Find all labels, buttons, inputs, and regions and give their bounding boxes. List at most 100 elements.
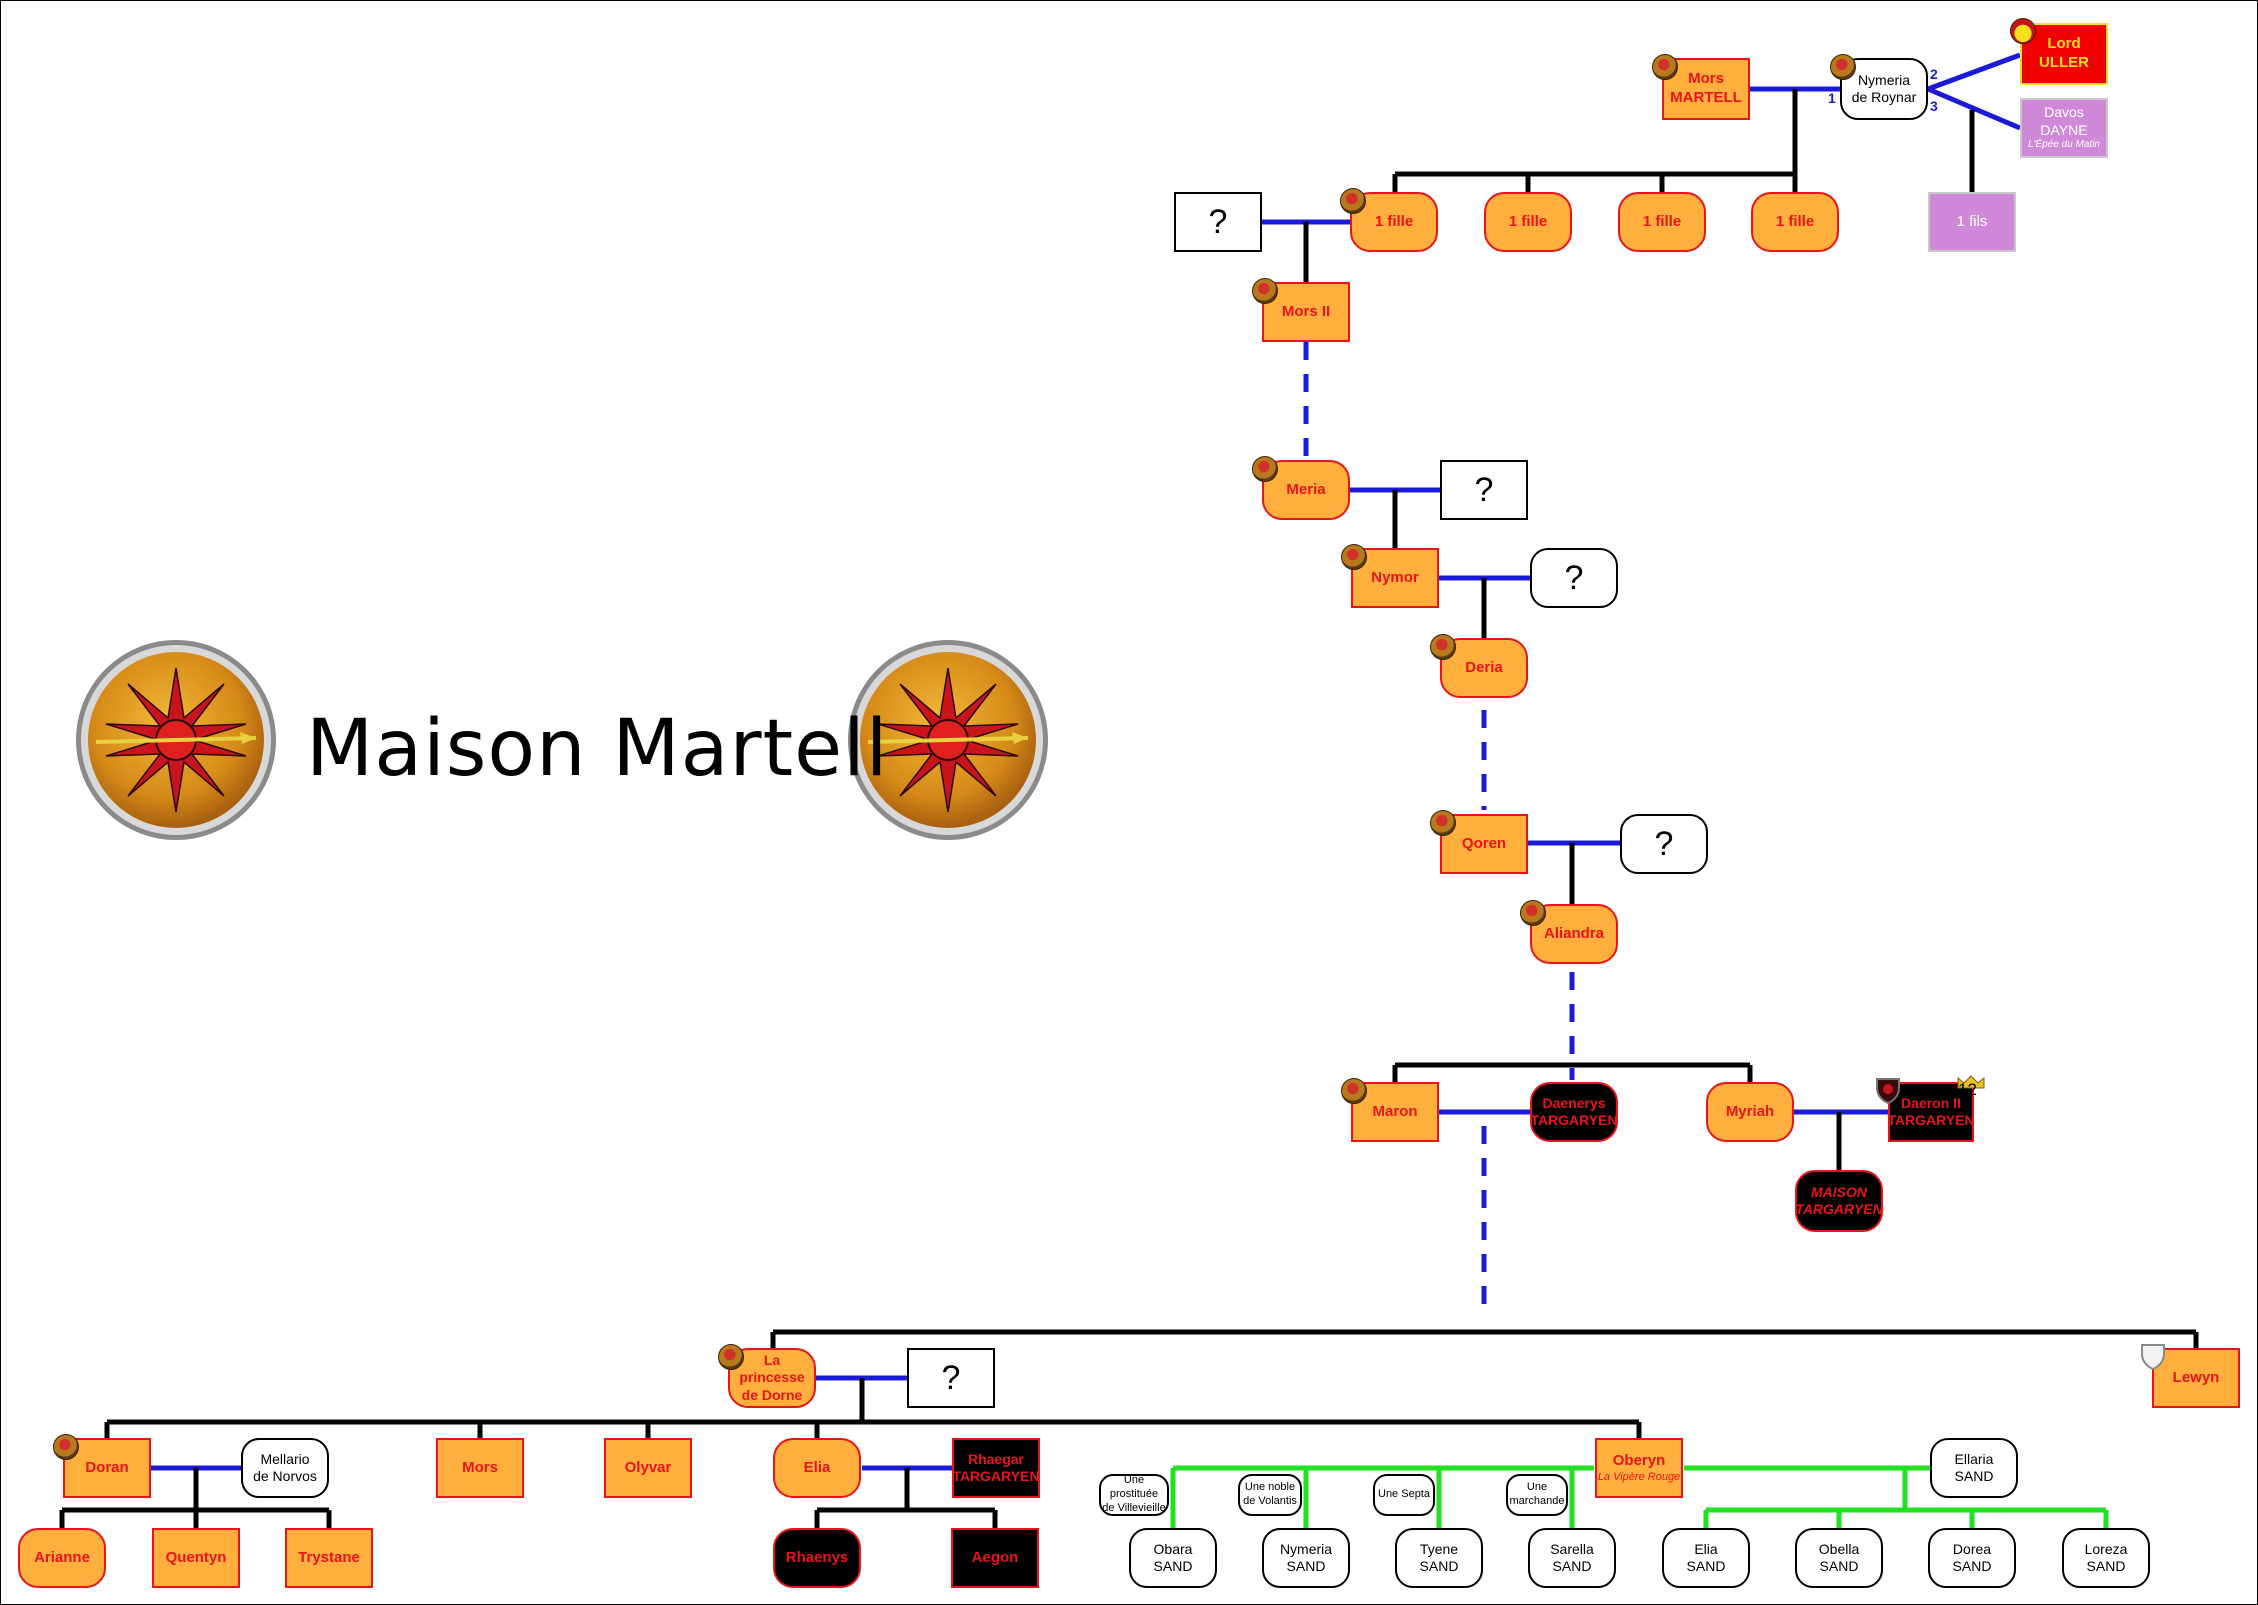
name-line-2: de Dorne [741, 1386, 803, 1403]
name-line-1: Une prostituée [1109, 1474, 1159, 1501]
martell-badge-icon [1252, 278, 1278, 304]
node-mors[interactable]: Mors [436, 1438, 524, 1498]
name-line-1: Sarella [1550, 1540, 1594, 1557]
name-line-1: Davos [2044, 104, 2084, 121]
name-line-1: Lord [2047, 35, 2081, 53]
name-line-1: Daeron II [1901, 1094, 1961, 1111]
name-line-2: SAND [1952, 1558, 1992, 1574]
node-unknown-spouse-4[interactable]: ? [1620, 814, 1708, 874]
node-trystane[interactable]: Trystane [285, 1528, 373, 1588]
martell-badge-icon [1652, 54, 1678, 80]
name-line-1: Dorea [1952, 1540, 1992, 1557]
node-olyvar[interactable]: Olyvar [604, 1438, 692, 1498]
oberyn-title: La Vipère Rouge [1597, 1470, 1681, 1483]
node-unknown-spouse-1[interactable]: ? [1174, 192, 1262, 252]
node-un-fils[interactable]: 1 fils [1928, 192, 2016, 252]
martell-badge-icon [1430, 810, 1456, 836]
node-une-septa[interactable]: Une Septa [1373, 1474, 1435, 1516]
name-line-1: Mors [1688, 70, 1724, 88]
name-line-1: Nymeria [1857, 71, 1911, 88]
node-qoren[interactable]: Qoren [1440, 814, 1528, 874]
name-line-1: Mellario [260, 1450, 310, 1467]
targaryen-shield-icon [1876, 1078, 1900, 1104]
name-line-1: Rhaegar [967, 1450, 1025, 1467]
name-line-2: SAND [1286, 1558, 1326, 1574]
name-line-2: MARTELL [1670, 89, 1742, 106]
node-arianne[interactable]: Arianne [18, 1528, 106, 1588]
name-line-2: SAND [1819, 1558, 1859, 1574]
marriage-number-3: 3 [1930, 98, 1938, 114]
name-line-2: TARGARYEN [952, 1468, 1040, 1484]
name-line-1: Une noble [1244, 1481, 1296, 1494]
name-line-2: TARGARYEN [1887, 1112, 1975, 1128]
name-line-2: SAND [1954, 1468, 1994, 1484]
node-myriah[interactable]: Myriah [1706, 1082, 1794, 1142]
name-line-2: de Villevieille [1102, 1501, 1166, 1514]
node-fille-2[interactable]: 1 fille [1484, 192, 1572, 252]
name-line-1: MAISON [1811, 1183, 1867, 1200]
martell-badge-icon [1340, 188, 1366, 214]
name-line-2: TARGARYEN [1795, 1201, 1883, 1217]
name-line-2: de Roynar [1851, 89, 1917, 105]
node-fille-4[interactable]: 1 fille [1751, 192, 1839, 252]
name-line-2: de Volantis [1243, 1495, 1297, 1507]
martell-sigil-right-icon [848, 640, 1048, 840]
marriage-number-2: 2 [1930, 66, 1938, 82]
name-line-1: Loreza [2084, 1540, 2128, 1557]
crown-icon [1957, 1075, 1985, 1089]
name-line-2: marchande [1509, 1495, 1565, 1507]
node-unknown-spouse-2[interactable]: ? [1440, 460, 1528, 520]
name-line-2: SAND [1419, 1558, 1459, 1574]
marriage-number-1: 1 [1828, 90, 1836, 106]
node-quentyn[interactable]: Quentyn [152, 1528, 240, 1588]
martell-badge-icon [1252, 456, 1278, 482]
davos-title: L'Épée du Matin [2028, 139, 2100, 151]
white-shield-icon [2141, 1344, 2165, 1370]
name-line-1: Tyene [1419, 1540, 1459, 1557]
node-lewyn[interactable]: Lewyn [2152, 1348, 2240, 1408]
martell-badge-icon [1520, 900, 1546, 926]
uller-badge-icon [2010, 18, 2036, 44]
name-line-1: Oberyn [1612, 1451, 1666, 1469]
node-aegon[interactable]: Aegon [951, 1528, 1039, 1588]
martell-sigil-left-icon [76, 640, 276, 840]
name-line-2: SAND [1686, 1558, 1726, 1574]
node-rhaenys[interactable]: Rhaenys [773, 1528, 861, 1588]
name-line-2: SAND [1153, 1558, 1193, 1574]
martell-badge-icon [1341, 544, 1367, 570]
name-line-2: TARGARYEN [1530, 1112, 1618, 1128]
name-line-1: La princesse [739, 1351, 805, 1386]
name-line-1: Obara [1153, 1540, 1193, 1557]
martell-badge-icon [1830, 54, 1856, 80]
martell-badge-icon [1341, 1078, 1367, 1104]
name-line-2: SAND [2086, 1558, 2126, 1574]
node-unknown-spouse-5[interactable]: ? [907, 1348, 995, 1408]
martell-badge-icon [718, 1344, 744, 1370]
node-elia[interactable]: Elia [773, 1438, 861, 1498]
name-line-1: Ellaria [1954, 1450, 1994, 1467]
node-fille-3[interactable]: 1 fille [1618, 192, 1706, 252]
node-unknown-spouse-3[interactable]: ? [1530, 548, 1618, 608]
